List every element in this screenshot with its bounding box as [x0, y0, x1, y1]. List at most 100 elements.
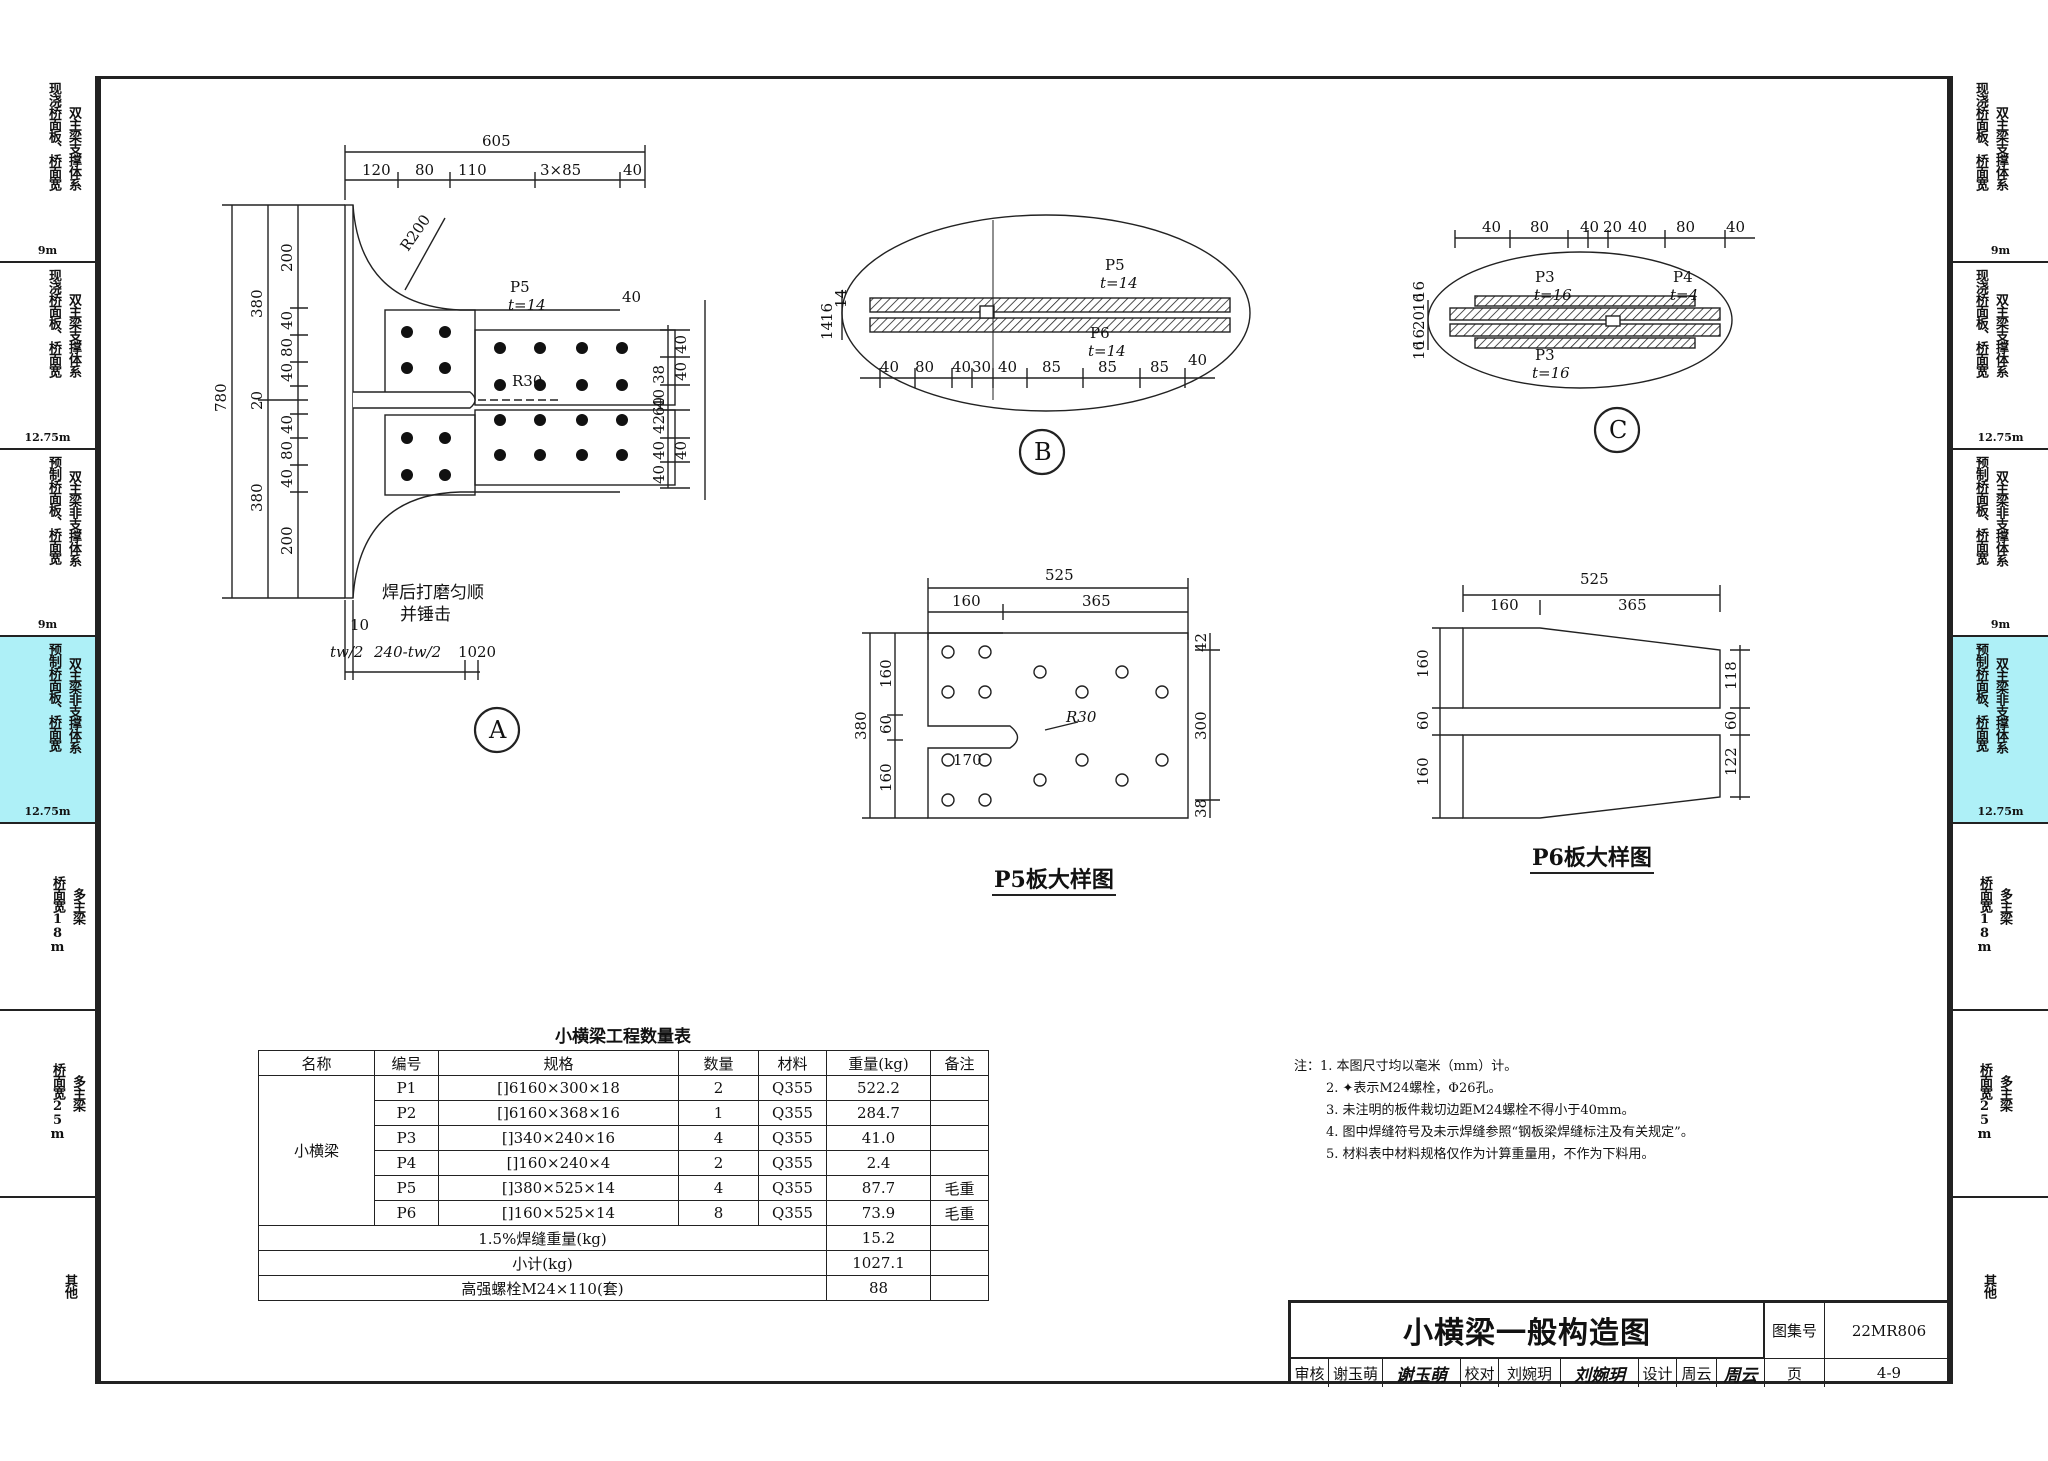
qty-cell — [930, 1250, 989, 1276]
atlas-label: 图集号 — [1765, 1303, 1825, 1359]
right-tab-2[interactable]: 现浇桥面板、桥面宽 双主梁支撑体系 12.75m — [1950, 263, 2048, 450]
qty-header-row: 名称 编号 规格 数量 材料 重量(kg) 备注 — [258, 1050, 989, 1076]
a-dim-80a: 80 — [278, 338, 296, 357]
note-line: 4. 图中焊缝符号及未示焊缝参照“钢板梁焊缝标注及有关规定”。 — [1326, 1125, 1694, 1140]
a-dim-200b: 200 — [278, 526, 296, 555]
left-tab-5[interactable]: 桥面宽18m 多主梁 — [0, 824, 98, 1011]
qty-table-title: 小横梁工程数量表 — [555, 1027, 691, 1047]
a-dim-200a: 200 — [278, 243, 296, 272]
p5-dim-160: 160 — [952, 592, 981, 610]
table-row: P3 []340×240×16 4 Q355 41.0 — [259, 1125, 989, 1151]
qty-cell — [930, 1100, 989, 1126]
a-dim-40b: 40 — [278, 363, 296, 382]
a-dim-605: 605 — [482, 132, 511, 150]
table-row: P5 []380×525×14 4 Q355 87.7 毛重 — [259, 1175, 989, 1201]
table-row: 高强螺栓M24×110(套) 88 — [258, 1275, 989, 1301]
b-dim-9: 40 — [1188, 351, 1207, 369]
c-dim-6: 80 — [1676, 218, 1695, 236]
note-line: 3. 未注明的板件栽切边距M24螺栓不得小于40mm。 — [1326, 1103, 1635, 1118]
a-dim-40-top: 40 — [623, 161, 642, 179]
qty-cell: 1 — [678, 1100, 759, 1126]
left-tab-4-col1: 预制桥面板、桥面宽 — [46, 643, 61, 751]
qty-cell: Q355 — [758, 1175, 827, 1201]
a-rdim-6: 60 — [650, 397, 668, 416]
a-dim-40d: 40 — [278, 469, 296, 488]
right-tab-1-sub: 9m — [1990, 244, 2011, 257]
c-dim-4: 20 — [1603, 218, 1622, 236]
qty-cell: 2 — [678, 1150, 759, 1176]
a-dim-tw2: tw/2 — [330, 643, 363, 661]
right-tab-1-col2: 双主梁支撑体系 — [1993, 106, 2008, 190]
note-line: 2. ✦表示M24螺栓，Φ26孔。 — [1326, 1081, 1502, 1096]
right-tab-3[interactable]: 预制桥面板、桥面宽 双主梁非支撑体系 9m — [1950, 450, 2048, 637]
qty-cell: 2 — [678, 1075, 759, 1101]
notes: 注：1. 本图尺寸均以毫米（mm）计。 2. ✦表示M24螺栓，Φ26孔。 3.… — [1294, 1056, 1694, 1166]
qty-header: 备注 — [930, 1050, 989, 1076]
title-block: 小横梁一般构造图 图集号 22MR806 审核 谢玉萌 谢玉萌 校对 刘婉玥 刘… — [1288, 1300, 1953, 1387]
qty-cell: []160×525×14 — [438, 1200, 679, 1226]
page-number: 4-9 — [1876, 1364, 1902, 1382]
qty-cell — [930, 1150, 989, 1176]
right-tab-4[interactable]: 预制桥面板、桥面宽 双主梁非支撑体系 12.75m — [1950, 637, 2048, 824]
right-tab-4-col2: 双主梁非支撑体系 — [1993, 657, 2008, 753]
a-rdim-5: 42 — [650, 415, 668, 434]
a-dim-80: 80 — [415, 161, 434, 179]
right-tab-5[interactable]: 桥面宽18m 多主梁 — [1950, 824, 2048, 1011]
a-dim-110: 110 — [458, 161, 487, 179]
checker-signature: 刘婉玥 — [1561, 1359, 1639, 1387]
c-p3a: P3 — [1535, 268, 1555, 286]
p6-dim-525: 525 — [1580, 570, 1609, 588]
c-ldim-4: 16 — [1410, 281, 1428, 300]
checker-name: 刘婉玥 — [1499, 1359, 1561, 1387]
qty-summary-value: 1027.1 — [826, 1250, 931, 1276]
left-tab-2[interactable]: 现浇桥面板、桥面宽 双主梁支撑体系 12.75m — [0, 263, 98, 450]
table-row: P2 []6160×368×16 1 Q355 284.7 — [259, 1100, 989, 1126]
c-p3b: P3 — [1535, 346, 1555, 364]
reviewer-name: 谢玉萌 — [1329, 1359, 1383, 1387]
qty-cell: 8 — [678, 1200, 759, 1226]
right-tab-1[interactable]: 现浇桥面板、桥面宽 双主梁支撑体系 9m — [1950, 76, 2048, 263]
p6-dim-365: 365 — [1618, 596, 1647, 614]
qty-cell: 4 — [678, 1175, 759, 1201]
left-tab-2-col2: 双主梁支撑体系 — [66, 293, 81, 377]
a-dim-20b: 20 — [477, 643, 496, 661]
qty-cell: Q355 — [758, 1200, 827, 1226]
left-tab-3-col2: 双主梁非支撑体系 — [66, 470, 81, 566]
b-dim-6: 85 — [1042, 358, 1061, 376]
qty-cell: P5 — [374, 1175, 439, 1201]
qty-cell: 毛重 — [930, 1200, 989, 1226]
right-tab-7[interactable]: 其他 — [1950, 1198, 2048, 1384]
a-radius-r30: R30 — [512, 372, 542, 390]
a-dim-80b: 80 — [278, 441, 296, 460]
qty-cell: 73.9 — [826, 1200, 931, 1226]
right-tab-6[interactable]: 桥面宽25m 多主梁 — [1950, 1011, 2048, 1198]
left-tab-7[interactable]: 其他 — [0, 1198, 98, 1384]
b-p6-t: t=14 — [1088, 342, 1126, 360]
left-tab-1[interactable]: 现浇桥面板、桥面宽 双主梁支撑体系 9m — [0, 76, 98, 263]
a-dim-240tw2: 240-tw/2 — [373, 643, 441, 661]
b-p5: P5 — [1105, 256, 1125, 274]
designer-signature: 周云 — [1717, 1359, 1765, 1387]
a-dim-10a: 10 — [350, 616, 369, 634]
qty-cell: 毛重 — [930, 1175, 989, 1201]
right-tab-4-sub: 12.75m — [1977, 805, 2024, 818]
right-tab-5-col1: 桥面宽18m — [1977, 876, 1992, 954]
left-tab-6[interactable]: 桥面宽25m 多主梁 — [0, 1011, 98, 1198]
p6-plate-title: P6板大样图 — [1530, 840, 1654, 874]
right-tab-5-col2: 多主梁 — [1997, 888, 2012, 924]
a-dim-780: 780 — [212, 383, 230, 412]
c-label: C — [1609, 416, 1627, 444]
qty-cell — [930, 1125, 989, 1151]
review-label: 审核 — [1291, 1359, 1329, 1387]
right-tab-1-col1: 现浇桥面板、桥面宽 — [1973, 82, 1988, 190]
a-rdim-8: 40 — [650, 465, 668, 484]
p5-ldim-60: 60 — [877, 715, 895, 734]
b-p6: P6 — [1090, 324, 1110, 342]
left-tab-3[interactable]: 预制桥面板、桥面宽 双主梁非支撑体系 9m — [0, 450, 98, 637]
left-tab-1-sub: 9m — [37, 244, 58, 257]
qty-cell: []340×240×16 — [438, 1125, 679, 1151]
left-tab-4[interactable]: 预制桥面板、桥面宽 双主梁非支撑体系 12.75m — [0, 637, 98, 824]
right-tab-6-col1: 桥面宽25m — [1977, 1063, 1992, 1141]
qty-cell: []380×525×14 — [438, 1175, 679, 1201]
qty-cell — [930, 1275, 989, 1301]
